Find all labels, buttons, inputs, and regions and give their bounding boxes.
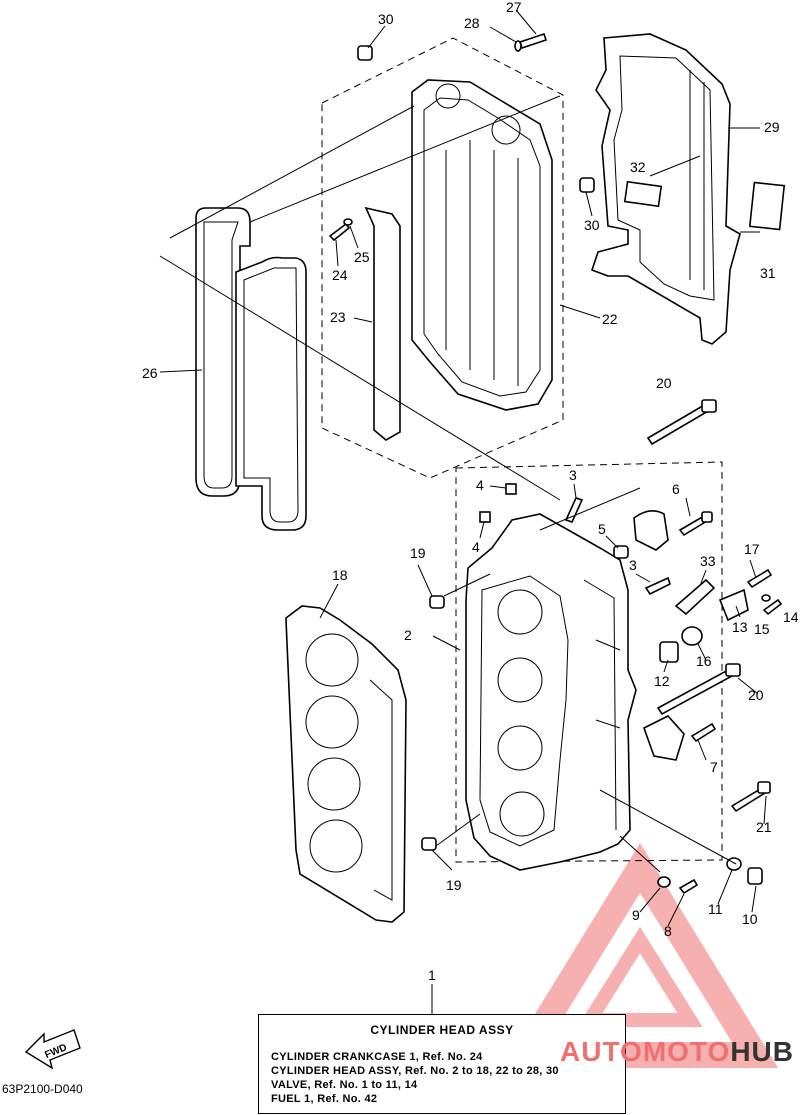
legend-line: CYLINDER CRANKCASE 1, Ref. No. 24	[271, 1051, 483, 1063]
cylinder-head-gasket-18	[285, 605, 407, 923]
callout-17: 17	[744, 541, 760, 557]
legend-box: CYLINDER HEAD ASSY CYLINDER CRANKCASE 1,…	[258, 1014, 626, 1114]
callout-7: 7	[710, 759, 718, 775]
callout-20: 20	[748, 687, 764, 703]
watermark-logo-shape	[501, 843, 779, 1068]
callout-33: 33	[700, 553, 716, 569]
callout-4: 4	[476, 477, 484, 493]
callout-labels: 1 2 3 3 4 4 5 6 7 8 9 10 11 12 13 14 15 …	[142, 0, 799, 983]
callout-31: 31	[760, 265, 776, 281]
callout-32: 32	[630, 159, 646, 175]
callout-16: 16	[696, 653, 712, 669]
callout-30: 30	[584, 217, 600, 233]
watermark-text-part1: AUTOMOTO	[560, 1036, 731, 1067]
legend-line: CYLINDER HEAD ASSY, Ref. No. 2 to 18, 22…	[271, 1065, 559, 1077]
leader-lines	[159, 9, 767, 1014]
callout-19: 19	[410, 545, 426, 561]
callout-12: 12	[654, 673, 670, 689]
callout-5: 5	[598, 521, 606, 537]
callout-19: 19	[446, 877, 462, 893]
label-32	[623, 180, 663, 208]
cover-29	[590, 33, 741, 345]
callout-25: 25	[354, 249, 370, 265]
callout-20: 20	[656, 375, 672, 391]
cylinder-head-assembly-outline	[455, 461, 723, 863]
callout-26: 26	[142, 365, 158, 381]
gasket-strip-23	[364, 206, 401, 441]
callout-21: 21	[756, 819, 772, 835]
small-parts	[328, 32, 783, 895]
callout-4: 4	[472, 539, 480, 555]
callout-10: 10	[742, 911, 758, 927]
cylinder-head-2	[465, 513, 637, 871]
callout-13: 13	[732, 619, 748, 635]
callout-30: 30	[378, 11, 394, 27]
callout-9: 9	[632, 907, 640, 923]
valve-cover-22	[411, 79, 553, 411]
legend-line: VALVE, Ref. No. 1 to 11, 14	[271, 1079, 418, 1091]
callout-27: 27	[506, 0, 522, 15]
diagram-code: 63P2100-D040	[2, 1082, 83, 1096]
valve-cover-assembly-outline	[321, 37, 564, 479]
callout-14: 14	[783, 609, 799, 625]
fwd-arrow-icon: FWD	[24, 1029, 81, 1070]
callout-1: 1	[428, 967, 436, 983]
callout-23: 23	[330, 309, 346, 325]
callout-15: 15	[754, 621, 770, 637]
callout-11: 11	[708, 901, 723, 917]
callout-18: 18	[332, 567, 348, 583]
callout-6: 6	[672, 481, 680, 497]
watermark-text: AUTOMOTOHUB	[560, 1036, 794, 1068]
callout-29: 29	[764, 119, 780, 135]
callout-22: 22	[602, 311, 618, 327]
callout-24: 24	[332, 267, 348, 283]
legend-line: FUEL 1, Ref. No. 42	[271, 1093, 378, 1105]
valve-cover-gasket-26	[195, 207, 307, 531]
callout-3: 3	[569, 467, 577, 483]
callout-28: 28	[464, 15, 480, 31]
label-31	[748, 181, 786, 231]
watermark-text-part2: HUB	[730, 1036, 794, 1067]
callout-3: 3	[629, 557, 637, 573]
callout-8: 8	[664, 923, 672, 939]
legend-title: CYLINDER HEAD ASSY	[370, 1023, 514, 1037]
callout-2: 2	[404, 627, 412, 643]
